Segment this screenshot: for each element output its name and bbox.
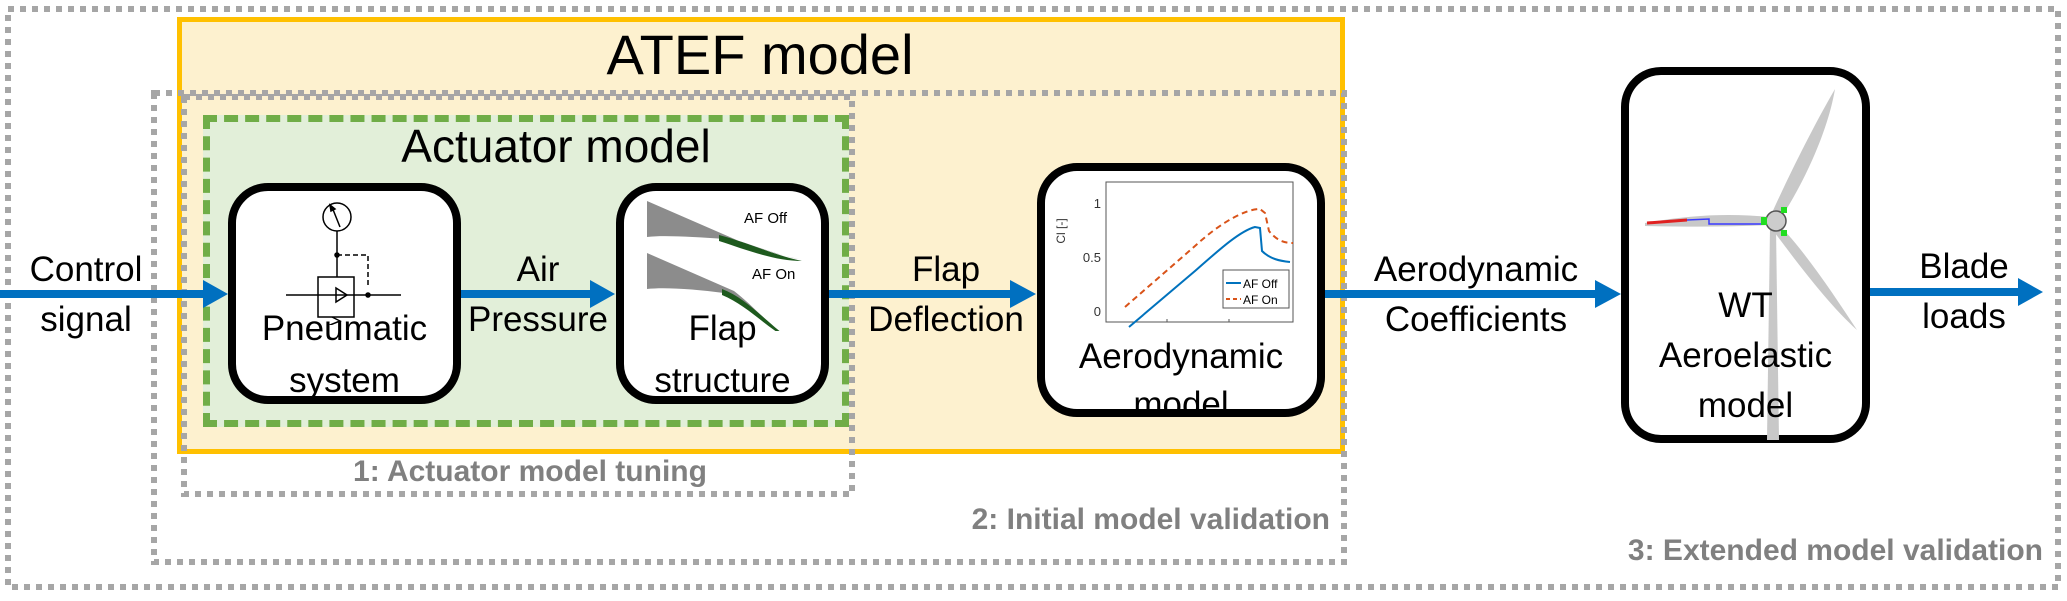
wind-turbine-icon	[1645, 89, 1857, 440]
series-af-on	[1124, 207, 1294, 308]
tower	[1767, 227, 1779, 440]
flap-on-shape	[647, 253, 779, 331]
lift-coefficient-mini-chart: 1 0.5 0 Cl [-] AF Off AF On	[1054, 181, 1294, 328]
arrow-air-pressure	[460, 280, 615, 308]
legend-af-off: AF Off	[1243, 277, 1278, 291]
atef-title: ATEF model	[606, 23, 914, 86]
arrow-flap-deflection	[828, 280, 1036, 308]
flap-deflection-icon: AF Off AF On	[647, 201, 802, 331]
stage3-boundary	[5, 6, 2061, 590]
flap-label-off: AF Off	[744, 210, 788, 227]
ytick-1: 1	[1094, 196, 1101, 211]
chart-ylabel: Cl [-]	[1054, 218, 1068, 243]
ytick-0: 0	[1094, 304, 1101, 319]
actuator-title: Actuator model	[401, 120, 711, 172]
pneumatic-regulator-icon	[286, 202, 401, 325]
stage1-label: 1: Actuator model tuning	[353, 455, 707, 488]
blade-down-right	[1775, 225, 1857, 330]
blade-up	[1771, 89, 1835, 221]
stage2-label: 2: Initial model validation	[971, 503, 1330, 536]
flap-off-shape	[647, 201, 799, 259]
flap-label-on: AF On	[752, 266, 795, 283]
legend-af-on: AF On	[1243, 293, 1278, 307]
ytick-0-5: 0.5	[1083, 250, 1101, 265]
arrow-control-signal	[0, 280, 228, 308]
series-af-off	[1128, 225, 1291, 328]
chart-legend	[1222, 269, 1290, 309]
arrow-aero-coefficients	[1322, 280, 1621, 308]
stage3-label: 3: Extended model validation	[1627, 534, 2043, 567]
arrow-blade-loads	[1868, 278, 2043, 306]
